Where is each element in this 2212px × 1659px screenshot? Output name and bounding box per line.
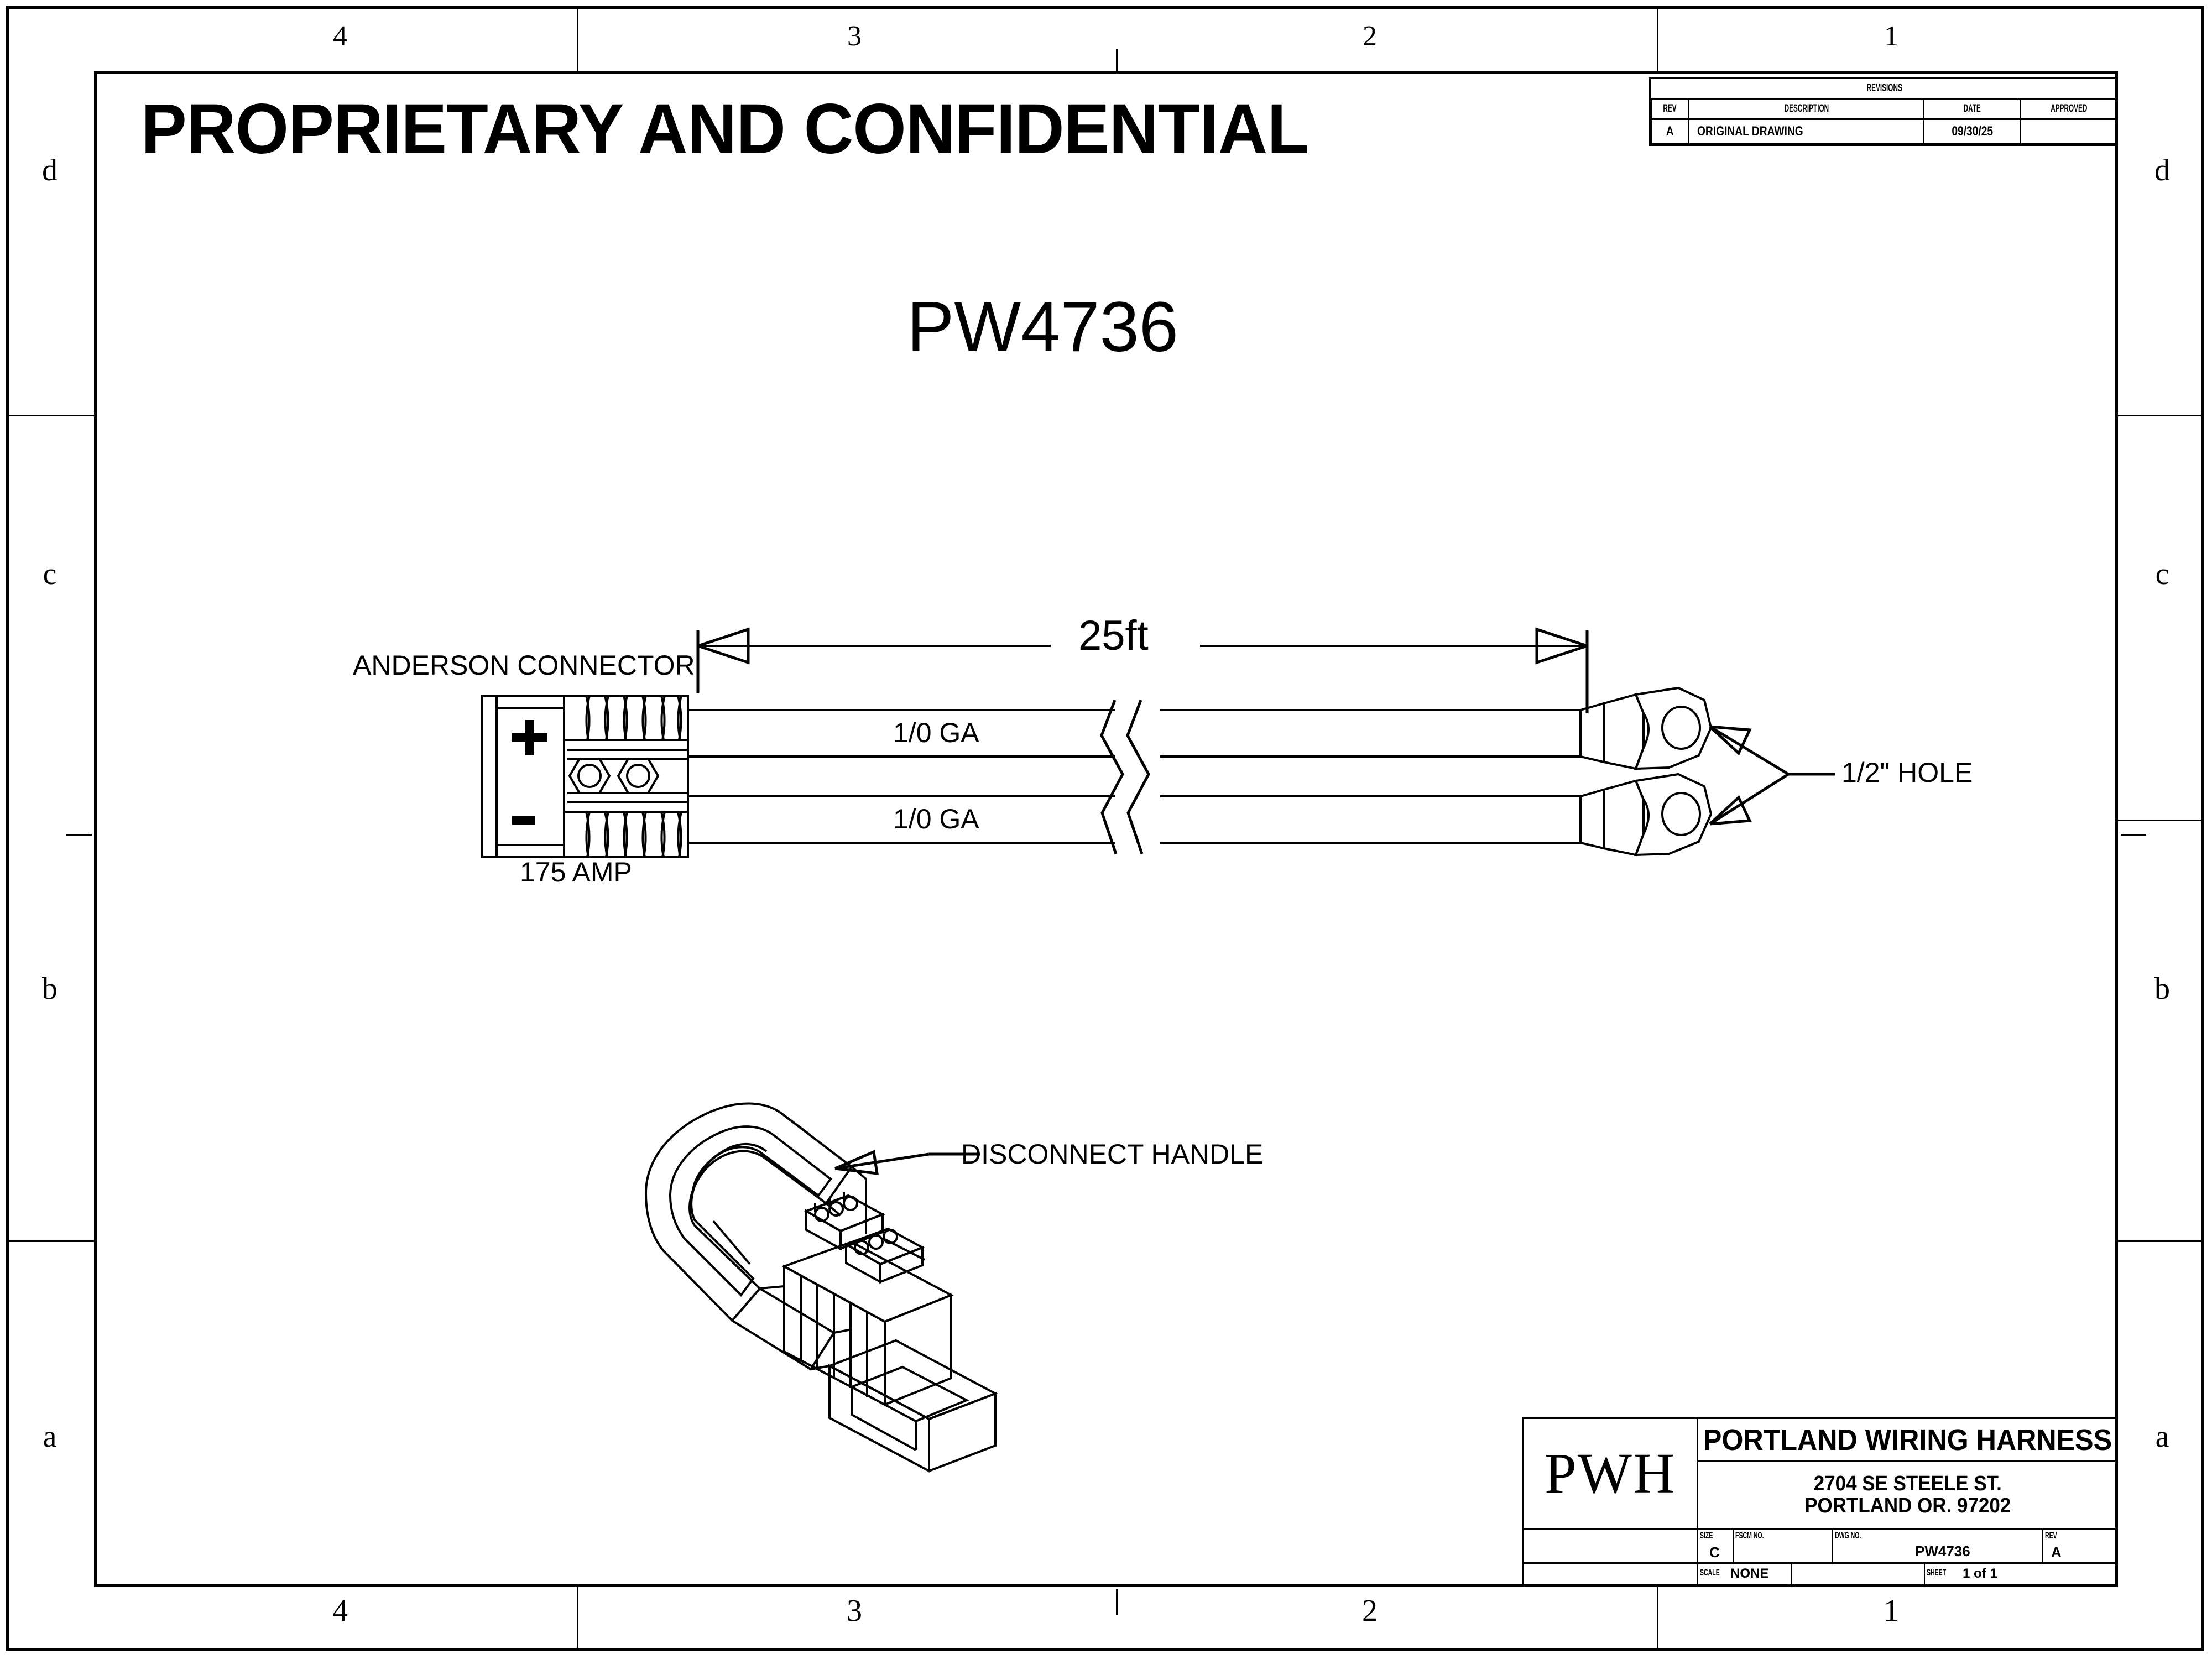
zone-divider-top-2	[1657, 9, 1658, 71]
title-block-field-row-1: SIZE C FSCM NO. DWG NO. PW4736 REV A	[1524, 1530, 2115, 1564]
rev-field: REV A	[2045, 1530, 2062, 1561]
amperage-label: 175 AMP	[520, 857, 632, 888]
confidential-banner: PROPRIETARY AND CONFIDENTIAL	[141, 90, 1309, 169]
anderson-connector-label: ANDERSON CONNECTOR	[353, 650, 695, 681]
zone-label-right-a: a	[2155, 1420, 2169, 1454]
gauge-label-lower: 1/0 GA	[893, 804, 979, 834]
zone-label-bottom-4: 4	[332, 1594, 348, 1628]
zone-label-bottom-3: 3	[847, 1594, 862, 1628]
sheet-outer-border	[6, 6, 2204, 1651]
revisions-table-title: REVISIONS	[1651, 79, 2118, 100]
center-tick-right	[2121, 834, 2146, 836]
tb-blank-cell-left	[1524, 1530, 1698, 1562]
zone-divider-right-2	[2118, 820, 2203, 821]
zone-label-left-a: a	[43, 1420, 57, 1454]
tb-blank-cell-left-2	[1524, 1564, 1698, 1586]
table-row: A ORIGINAL DRAWING 09/30/25	[1651, 118, 2119, 144]
address-line-2: PORTLAND OR. 97202	[1804, 1494, 2011, 1517]
length-dimension-label: 25ft	[1078, 612, 1149, 659]
revisions-col-approved: APPROVED	[2020, 98, 2119, 120]
company-address: 2704 SE STEELE ST. PORTLAND OR. 97202	[1698, 1462, 2117, 1530]
logo-text: PWH	[1544, 1441, 1676, 1505]
zone-label-bottom-1: 1	[1884, 1594, 1899, 1628]
zone-divider-top-1	[577, 9, 578, 71]
zone-label-top-2: 2	[1363, 20, 1377, 52]
revision-approved-value	[2020, 118, 2119, 144]
revision-rev-value: A	[1651, 118, 1689, 144]
zone-divider-right-1	[2118, 415, 2203, 416]
disconnect-handle-label: DISCONNECT HANDLE	[961, 1139, 1264, 1170]
page-title: PW4736	[907, 288, 1178, 367]
revisions-header-row: REV DESCRIPTION DATE APPROVED	[1651, 98, 2119, 120]
zone-divider-left-2	[9, 1240, 94, 1242]
zone-divider-right-3	[2118, 1240, 2203, 1242]
zone-label-left-c: c	[43, 557, 57, 591]
zone-divider-bottom-1	[577, 1587, 578, 1650]
title-block-field-row-2: SCALE NONE SHEET 1 of 1	[1524, 1564, 2115, 1586]
dwg-no-field: DWG NO. PW4736	[1833, 1530, 2043, 1562]
revision-description-value: ORIGINAL DRAWING	[1688, 118, 1924, 144]
zone-divider-bottom-2	[1657, 1587, 1658, 1650]
zone-label-left-b: b	[42, 972, 58, 1006]
address-line-1: 2704 SE STEELE ST.	[1813, 1472, 2002, 1495]
zone-label-bottom-2: 2	[1362, 1594, 1378, 1628]
zone-label-top-4: 4	[333, 20, 347, 52]
zone-label-left-d: d	[42, 153, 58, 187]
center-tick-bottom	[1116, 1589, 1118, 1615]
title-block: PWH PORTLAND WIRING HARNESS 2704 SE STEE…	[1522, 1417, 2117, 1586]
fscm-field: FSCM NO.	[1734, 1530, 1833, 1562]
tb-blank-cell-mid	[1792, 1564, 1925, 1586]
zone-label-top-1: 1	[1884, 20, 1898, 52]
scale-field: SCALE NONE	[1698, 1564, 1792, 1586]
sheet-field: SHEET 1 of 1	[1927, 1566, 1997, 1581]
center-tick-left	[66, 834, 92, 836]
center-tick-top	[1116, 49, 1118, 74]
revisions-col-rev: REV	[1651, 98, 1689, 120]
drawing-inner-frame	[94, 71, 2118, 1587]
zone-label-right-d: d	[2154, 153, 2170, 187]
zone-label-right-c: c	[2155, 557, 2169, 591]
revisions-col-description: DESCRIPTION	[1688, 98, 1924, 120]
revisions-table: REVISIONS REV DESCRIPTION DATE APPROVED …	[1649, 77, 2119, 146]
size-field: SIZE C	[1698, 1530, 1734, 1562]
revision-date-value: 09/30/25	[1923, 118, 2021, 144]
company-name: PORTLAND WIRING HARNESS	[1698, 1419, 2117, 1462]
zone-divider-left-1	[9, 415, 94, 416]
zone-label-top-3: 3	[847, 20, 862, 52]
ring-terminal-hole-label: 1/2" HOLE	[1841, 757, 1973, 788]
revisions-col-date: DATE	[1923, 98, 2021, 120]
zone-label-right-b: b	[2154, 972, 2170, 1006]
company-logo: PWH	[1524, 1419, 1698, 1530]
gauge-label-upper: 1/0 GA	[893, 717, 979, 748]
